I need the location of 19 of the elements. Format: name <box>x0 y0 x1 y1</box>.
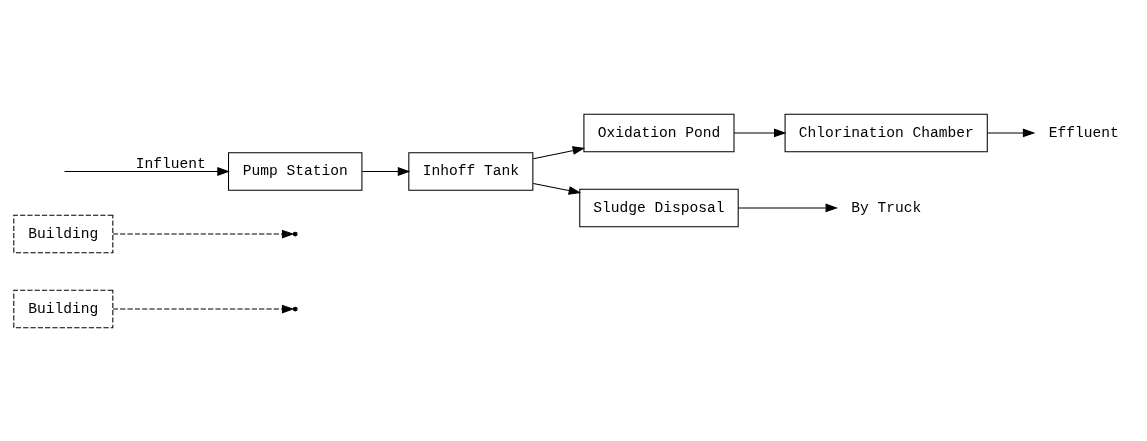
node-box: Chlorination Chamber <box>784 113 988 152</box>
node-box: Oxidation Pond <box>583 113 735 152</box>
arrow <box>532 182 582 195</box>
node-box: Building <box>13 214 114 253</box>
node-text: Effluent <box>1048 124 1119 141</box>
edge-label: Influent <box>135 155 206 172</box>
node-text: By Truck <box>851 199 922 216</box>
arrow <box>733 128 787 137</box>
node-box: Building <box>13 289 114 328</box>
node-box: Inhoff Tank <box>408 151 534 191</box>
arrow <box>737 203 839 212</box>
arrow <box>64 166 230 176</box>
arrow <box>112 229 295 238</box>
arrow <box>112 304 295 313</box>
node-box: Sludge Disposal <box>579 188 739 227</box>
arrow <box>987 128 1036 137</box>
node-box: Pump Station <box>228 151 363 191</box>
arrow <box>361 166 411 176</box>
arrow <box>532 145 586 159</box>
